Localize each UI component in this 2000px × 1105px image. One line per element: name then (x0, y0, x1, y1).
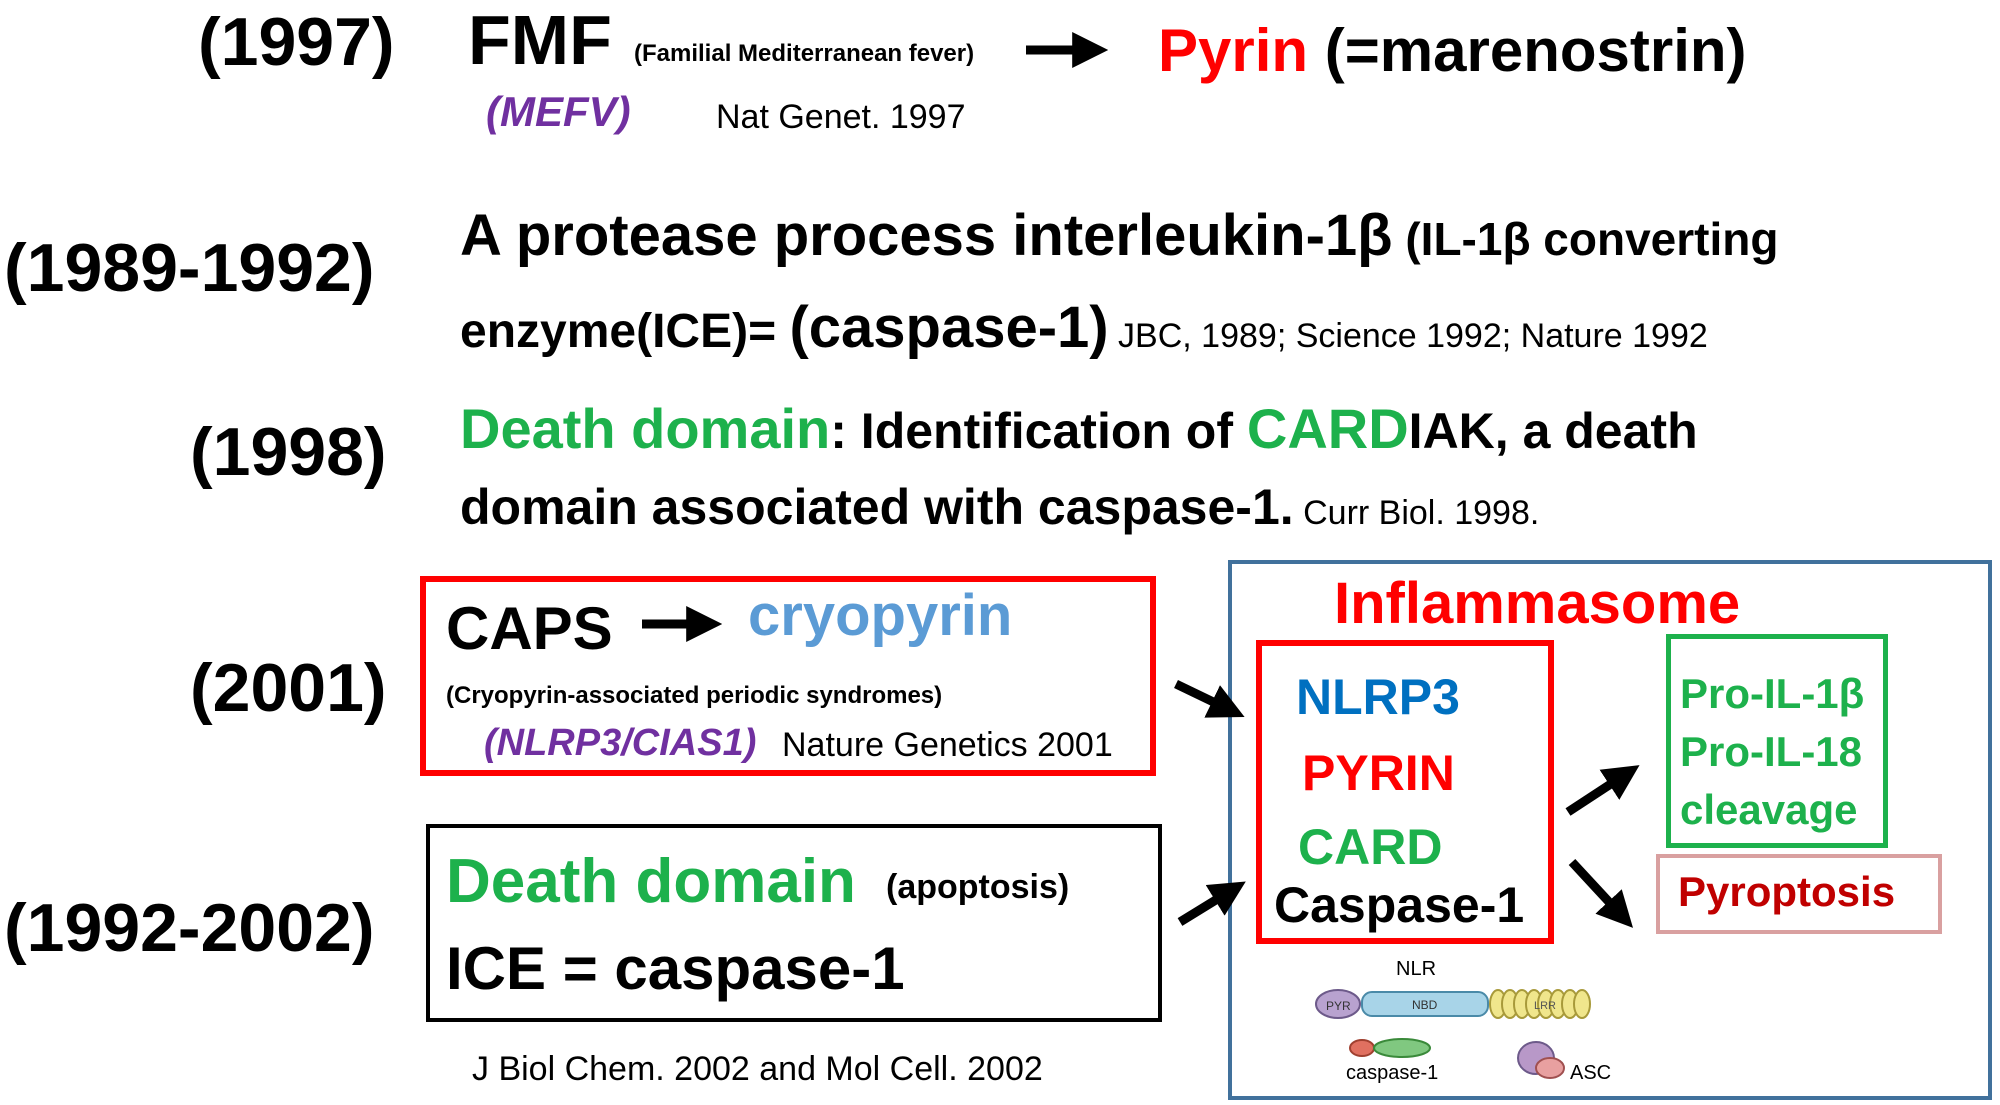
caspase-body-shape (1373, 1038, 1431, 1058)
ref-curr-biol-1998: Curr Biol. 1998. (1293, 494, 1540, 532)
nbd-domain-text: NBD (1412, 998, 1438, 1012)
nlr-label: NLR (1396, 958, 1437, 980)
year-1997: (1997) (198, 4, 395, 80)
asc-label: ASC (1570, 1062, 1612, 1084)
lrr-domain-text: LRR (1534, 1000, 1556, 1012)
caspase-1-diagram-label: caspase-1 (1346, 1062, 1439, 1084)
death-domain-apoptosis-label: Death domain (446, 847, 856, 916)
fmf-label: FMF (468, 1, 612, 79)
year-1998: (1998) (190, 414, 387, 490)
pro-il-18: Pro-IL-18 (1680, 728, 1863, 775)
caspase-card-shape (1349, 1039, 1375, 1057)
nbd-domain-shape (1361, 991, 1489, 1017)
caps-label: CAPS (446, 595, 613, 662)
caps-full-name: (Cryopyrin-associated periodic syndromes… (446, 682, 943, 709)
identification-text: : Identification of (830, 403, 1247, 459)
fmf-full-name: (Familial Mediterranean fever) (634, 40, 975, 67)
asc-card-shape (1535, 1057, 1565, 1079)
year-2001: (2001) (190, 650, 387, 726)
component-card: CARD (1298, 819, 1443, 875)
pyrin-word: Pyrin (1158, 17, 1309, 84)
arrow-death-domain-to-inflammasome (1177, 881, 1246, 926)
caps-box (420, 576, 1156, 776)
pro-il-1b: Pro-IL-1β (1680, 670, 1865, 717)
arrow-to-pyroptosis (1568, 858, 1634, 928)
component-nlrp3: NLRP3 (1296, 669, 1460, 725)
card-word: CARD (1246, 397, 1409, 460)
inflammasome-panel (1228, 560, 1992, 1100)
lrr-domain-shape (1489, 989, 1591, 1019)
protease-line-1: A protease process interleukin-1β (IL-1β… (460, 202, 1778, 269)
death-domain-line-2: domain associated with caspase-1. Curr B… (460, 478, 1539, 536)
ice-text: enzyme(ICE)= (460, 305, 790, 358)
nlrp3-cias1-gene: (NLRP3/CIAS1) (484, 722, 757, 764)
pyrin-label: Pyrin (=marenostrin) (1158, 16, 1747, 85)
death-domain-box (426, 824, 1162, 1022)
pyr-domain-shape (1315, 989, 1361, 1019)
mefv-gene: (MEFV) (486, 88, 631, 135)
protease-line-2: enzyme(ICE)= (caspase-1) JBC, 1989; Scie… (460, 294, 1708, 361)
il1b-converting-text: (IL-1β converting (1392, 213, 1779, 265)
domain-associated-text: domain associated with caspase-1. (460, 479, 1294, 535)
year-1989-1992: (1989-1992) (4, 230, 375, 306)
death-domain-word: Death domain (460, 397, 831, 460)
cleavage-label: cleavage (1680, 786, 1858, 833)
arrow-to-pro-il (1565, 765, 1640, 816)
apoptosis-label: (apoptosis) (886, 868, 1070, 906)
marenostrin-alias: (=marenostrin) (1308, 17, 1747, 84)
pyr-domain-text: PYR (1326, 999, 1351, 1013)
death-domain-line-1: Death domain: Identification of CARDIAK,… (460, 396, 1698, 461)
pyroptosis-label: Pyroptosis (1678, 868, 1896, 915)
pyroptosis-box (1656, 854, 1942, 934)
inflammasome-components-box (1256, 640, 1554, 944)
component-pyrin: PYRIN (1302, 745, 1455, 801)
caspase-1-text: (caspase-1) (789, 295, 1109, 360)
ref-nat-genet-1997: Nat Genet. 1997 (716, 98, 966, 136)
year-1992-2002: (1992-2002) (4, 890, 375, 966)
iak-text: IAK, a death (1408, 403, 1698, 459)
protease-main-text: A protease process interleukin-1β (460, 203, 1393, 268)
cryopyrin-label: cryopyrin (748, 583, 1013, 648)
component-caspase-1: Caspase-1 (1274, 877, 1525, 933)
ref-nature-genetics-2001: Nature Genetics 2001 (782, 726, 1113, 764)
ice-caspase-1-label: ICE = caspase-1 (446, 935, 905, 1002)
arrow-caps-to-inflammasome (1174, 679, 1245, 718)
ref-jbc-science-nature: JBC, 1989; Science 1992; Nature 1992 (1108, 317, 1708, 355)
pro-il-box (1666, 634, 1888, 848)
ref-jbc-molcell-2002: J Biol Chem. 2002 and Mol Cell. 2002 (472, 1050, 1043, 1088)
inflammasome-title: Inflammasome (1334, 571, 1741, 636)
